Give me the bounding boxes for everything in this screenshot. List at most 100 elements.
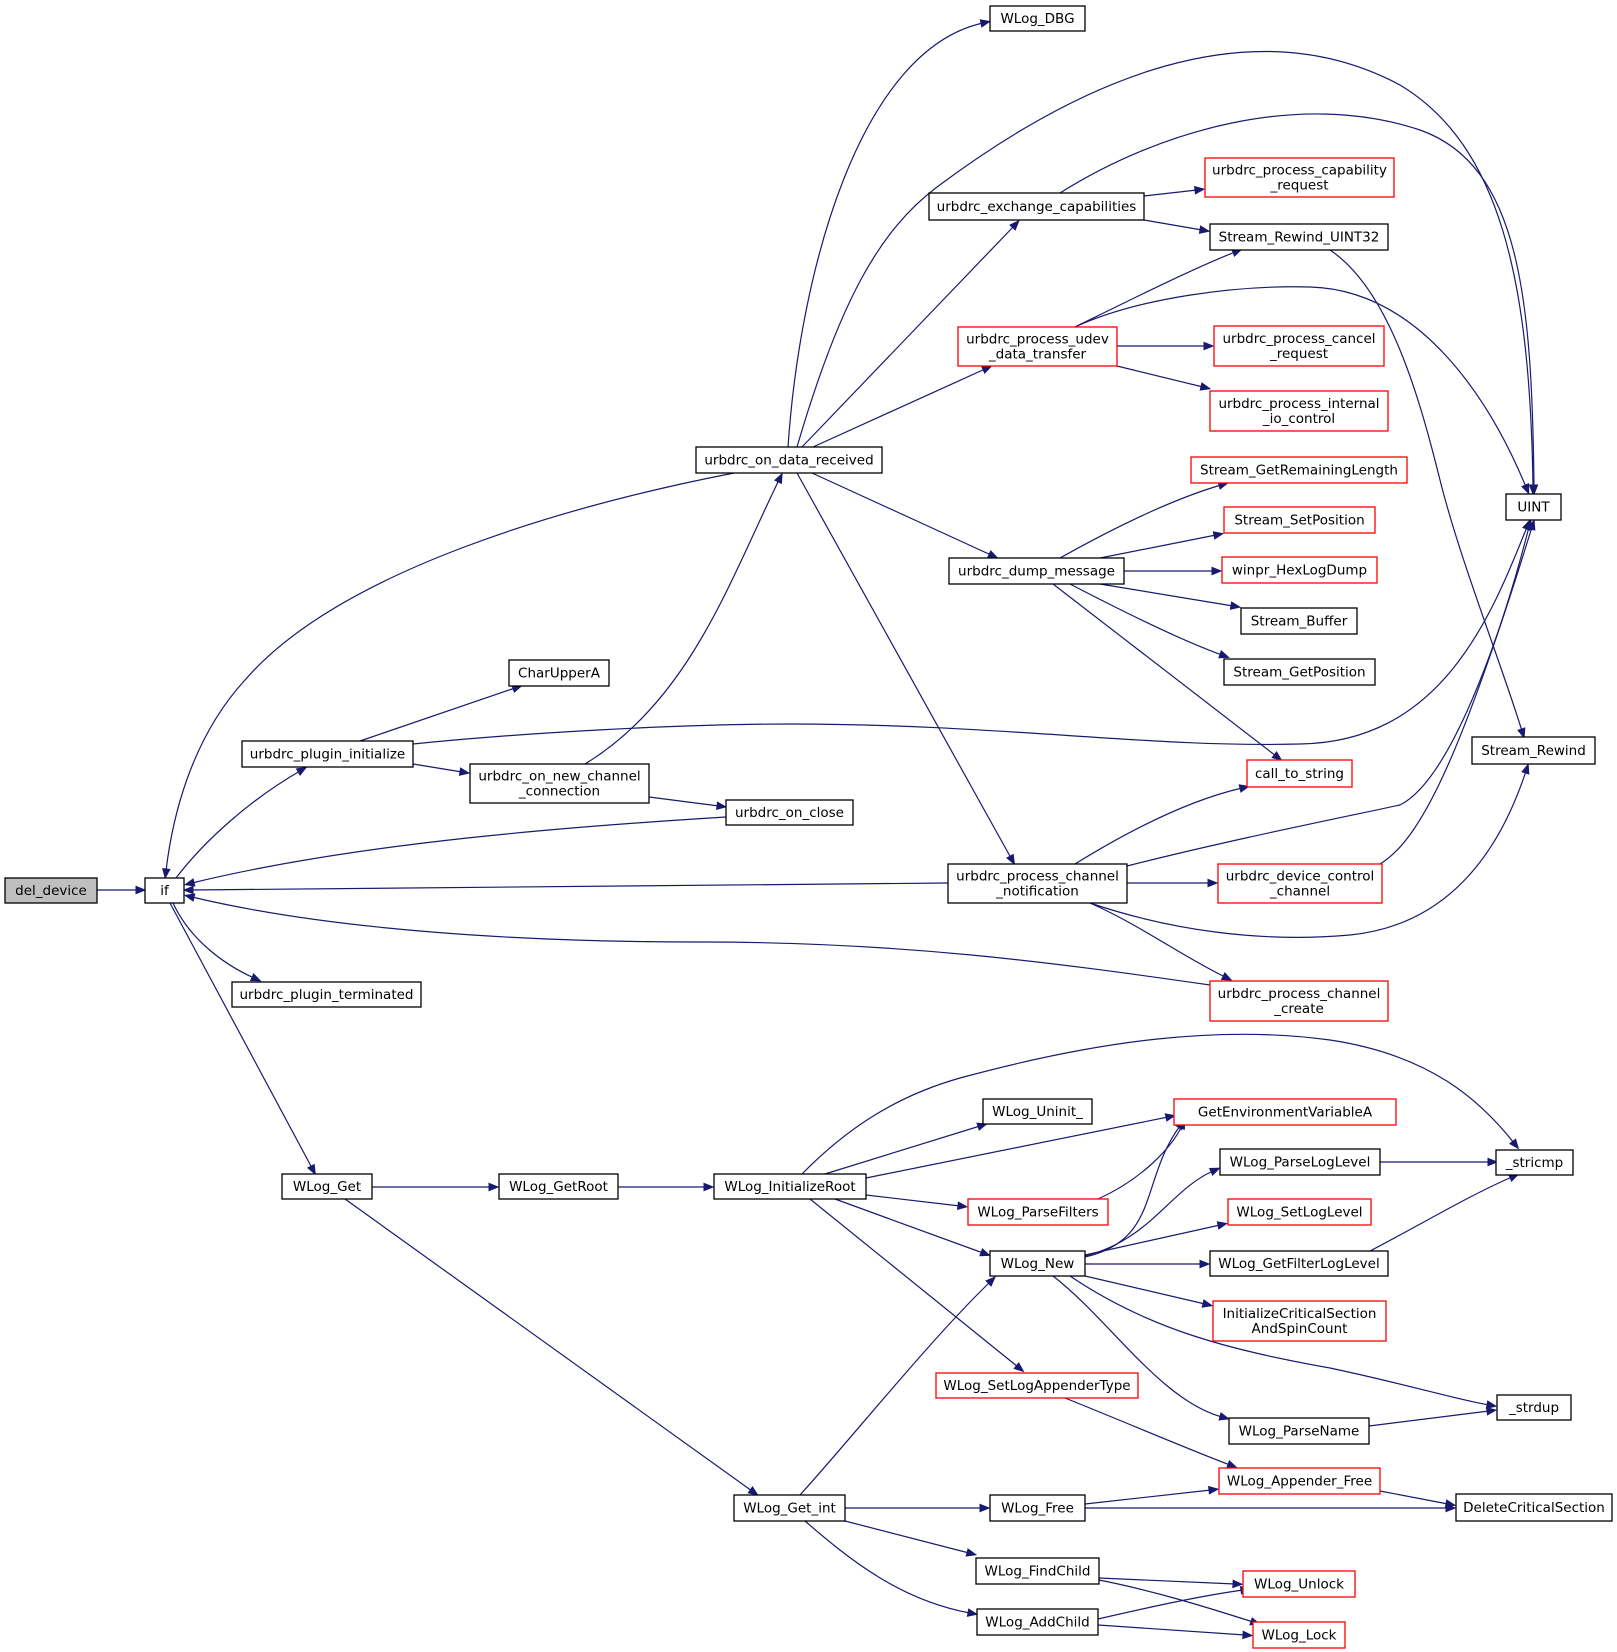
- node-box[interactable]: [1209, 390, 1389, 432]
- node-box[interactable]: [1495, 1149, 1574, 1176]
- node-box[interactable]: [935, 1372, 1139, 1399]
- node-urbdrc_on_data_received[interactable]: urbdrc_on_data_received: [695, 446, 883, 474]
- node-box[interactable]: [695, 446, 883, 474]
- node-urbdrc_process_capability_request[interactable]: urbdrc_process_capability_request: [1204, 157, 1395, 198]
- node-box[interactable]: [4, 877, 98, 904]
- node-WLog_New[interactable]: WLog_New: [989, 1250, 1086, 1277]
- node-box[interactable]: [1219, 1148, 1381, 1176]
- node-box[interactable]: [1505, 493, 1562, 521]
- node-box[interactable]: [1218, 1467, 1381, 1495]
- node-urbdrc_process_cancel_request[interactable]: urbdrc_process_cancel_request: [1213, 325, 1385, 367]
- node-box[interactable]: [1221, 556, 1378, 584]
- node-del_device[interactable]: del_device: [4, 877, 98, 904]
- node-WLog_Get[interactable]: WLog_Get: [281, 1173, 373, 1200]
- node-box[interactable]: [1217, 863, 1383, 904]
- node-box[interactable]: [989, 5, 1086, 32]
- node-WLog_Uninit_[interactable]: WLog_Uninit_: [982, 1098, 1093, 1125]
- node-box[interactable]: [713, 1173, 867, 1200]
- node-WLog_GetRoot[interactable]: WLog_GetRoot: [498, 1173, 619, 1200]
- node-Stream_Buffer[interactable]: Stream_Buffer: [1240, 607, 1358, 635]
- node-box[interactable]: [957, 326, 1118, 367]
- node-box[interactable]: [948, 557, 1125, 585]
- node-box[interactable]: [989, 1494, 1086, 1522]
- node-box[interactable]: [1213, 325, 1385, 367]
- node-box[interactable]: [725, 799, 854, 826]
- node-urbdrc_plugin_initialize[interactable]: urbdrc_plugin_initialize: [241, 740, 414, 768]
- node-WLog_Unlock[interactable]: WLog_Unlock: [1242, 1570, 1356, 1598]
- node-_strdup[interactable]: _strdup: [1496, 1394, 1572, 1421]
- node-box[interactable]: [469, 763, 650, 804]
- node-box[interactable]: [1209, 223, 1389, 251]
- node-box[interactable]: [733, 1494, 846, 1522]
- node-box[interactable]: [975, 1557, 1100, 1585]
- node-box[interactable]: [1212, 1300, 1387, 1342]
- node-WLog_AddChild[interactable]: WLog_AddChild: [976, 1608, 1099, 1636]
- node-box[interactable]: [1227, 1198, 1372, 1226]
- node-Stream_GetPosition[interactable]: Stream_GetPosition: [1223, 658, 1376, 686]
- node-WLog_Lock[interactable]: WLog_Lock: [1252, 1621, 1346, 1649]
- node-box[interactable]: [947, 863, 1128, 904]
- node-box[interactable]: [1209, 1250, 1389, 1277]
- node-box[interactable]: [498, 1173, 619, 1200]
- node-UINT[interactable]: UINT: [1505, 493, 1562, 521]
- node-GetEnvironmentVariableA[interactable]: GetEnvironmentVariableA: [1173, 1098, 1397, 1126]
- node-box[interactable]: [144, 877, 185, 904]
- node-box[interactable]: [1228, 1417, 1370, 1445]
- node-box[interactable]: [989, 1250, 1086, 1277]
- node-WLog_SetLogLevel[interactable]: WLog_SetLogLevel: [1227, 1198, 1372, 1226]
- node-box[interactable]: [1496, 1394, 1572, 1421]
- node-box[interactable]: [1252, 1621, 1346, 1649]
- node-urbdrc_process_channel_create[interactable]: urbdrc_process_channel_create: [1209, 980, 1389, 1022]
- node-box[interactable]: [1223, 658, 1376, 686]
- node-WLog_InitializeRoot[interactable]: WLog_InitializeRoot: [713, 1173, 867, 1200]
- node-box[interactable]: [1209, 980, 1389, 1022]
- node-box[interactable]: [1246, 759, 1353, 788]
- node-urbdrc_process_udev_data_transfer[interactable]: urbdrc_process_udev_data_transfer: [957, 326, 1118, 367]
- node-box[interactable]: [1242, 1570, 1356, 1598]
- node-urbdrc_process_channel_notification[interactable]: urbdrc_process_channel_notification: [947, 863, 1128, 904]
- node-WLog_Free[interactable]: WLog_Free: [989, 1494, 1086, 1522]
- node-WLog_DBG[interactable]: WLog_DBG: [989, 5, 1086, 32]
- node-urbdrc_plugin_terminated[interactable]: urbdrc_plugin_terminated: [231, 981, 422, 1008]
- node-DeleteCriticalSection[interactable]: DeleteCriticalSection: [1455, 1493, 1613, 1522]
- node-Stream_Rewind[interactable]: Stream_Rewind: [1471, 736, 1596, 765]
- node-if[interactable]: if: [144, 877, 185, 904]
- node-Stream_SetPosition[interactable]: Stream_SetPosition: [1223, 506, 1376, 534]
- node-box[interactable]: [1190, 456, 1408, 484]
- node-WLog_SetLogAppenderType[interactable]: WLog_SetLogAppenderType: [935, 1372, 1139, 1399]
- node-WLog_ParseLogLevel[interactable]: WLog_ParseLogLevel: [1219, 1148, 1381, 1176]
- node-urbdrc_dump_message[interactable]: urbdrc_dump_message: [948, 557, 1125, 585]
- node-winpr_HexLogDump[interactable]: winpr_HexLogDump: [1221, 556, 1378, 584]
- node-box[interactable]: [281, 1173, 373, 1200]
- node-box[interactable]: [1240, 607, 1358, 635]
- node-Stream_Rewind_UINT32[interactable]: Stream_Rewind_UINT32: [1209, 223, 1389, 251]
- node-box[interactable]: [1471, 736, 1596, 765]
- node-box[interactable]: [1455, 1493, 1613, 1522]
- node-box[interactable]: [976, 1608, 1099, 1636]
- node-urbdrc_device_control_channel[interactable]: urbdrc_device_control_channel: [1217, 863, 1383, 904]
- node-WLog_Get_int[interactable]: WLog_Get_int: [733, 1494, 846, 1522]
- node-urbdrc_on_new_channel_connection[interactable]: urbdrc_on_new_channel_connection: [469, 763, 650, 804]
- node-box[interactable]: [928, 192, 1145, 221]
- node-WLog_ParseName[interactable]: WLog_ParseName: [1228, 1417, 1370, 1445]
- node-urbdrc_process_internal_io_control[interactable]: urbdrc_process_internal_io_control: [1209, 390, 1389, 432]
- node-box[interactable]: [1223, 506, 1376, 534]
- node-_stricmp[interactable]: _stricmp: [1495, 1149, 1574, 1176]
- node-box[interactable]: [967, 1198, 1109, 1226]
- node-WLog_Appender_Free[interactable]: WLog_Appender_Free: [1218, 1467, 1381, 1495]
- node-box[interactable]: [1173, 1098, 1397, 1126]
- node-WLog_ParseFilters[interactable]: WLog_ParseFilters: [967, 1198, 1109, 1226]
- node-WLog_GetFilterLogLevel[interactable]: WLog_GetFilterLogLevel: [1209, 1250, 1389, 1277]
- node-box[interactable]: [982, 1098, 1093, 1125]
- node-box[interactable]: [1204, 157, 1395, 198]
- node-WLog_FindChild[interactable]: WLog_FindChild: [975, 1557, 1100, 1585]
- node-urbdrc_exchange_capabilities[interactable]: urbdrc_exchange_capabilities: [928, 192, 1145, 221]
- node-call_to_string[interactable]: call_to_string: [1246, 759, 1353, 788]
- node-box[interactable]: [241, 740, 414, 768]
- node-CharUpperA[interactable]: CharUpperA: [508, 659, 610, 687]
- node-Stream_GetRemainingLength[interactable]: Stream_GetRemainingLength: [1190, 456, 1408, 484]
- node-urbdrc_on_close[interactable]: urbdrc_on_close: [725, 799, 854, 826]
- node-box[interactable]: [231, 981, 422, 1008]
- node-box[interactable]: [508, 659, 610, 687]
